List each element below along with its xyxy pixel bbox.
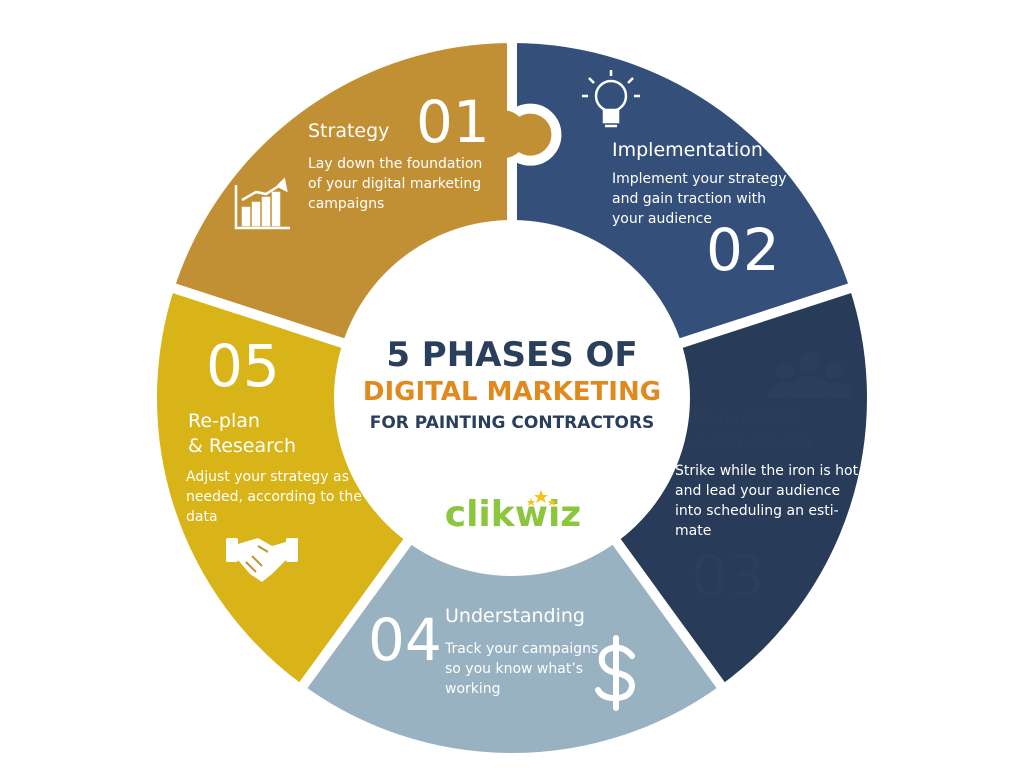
phase-03-desc-line1: Strike while the iron is hot <box>675 463 859 479</box>
phase-03-title-line2: & Expansion <box>693 430 812 452</box>
phase-03-number: 03 <box>691 542 765 610</box>
logo-stars-icon <box>527 490 556 506</box>
phase-03-desc-line3: into scheduling an esti- <box>675 503 839 519</box>
handshake-icon <box>226 538 298 582</box>
phase-05-desc-line1: Adjust your strategy as <box>186 469 349 485</box>
clikwiz-logo: clikwiz <box>445 490 582 535</box>
phase-05-title: Re-plan <box>188 410 260 432</box>
phase-03-desc-line2: and lead your audience <box>675 483 840 499</box>
phase-01: 01 Strategy Lay down the foundation of y… <box>234 88 490 230</box>
center-title-line3: FOR PAINTING CONTRACTORS <box>370 413 655 433</box>
phase-01-desc-line3: campaigns <box>308 196 384 212</box>
people-group-icon <box>768 351 852 398</box>
phase-01-number: 01 <box>416 88 490 156</box>
segment-replan-knob-base <box>478 110 527 159</box>
phase-05-desc-line2: needed, according to the <box>186 489 362 505</box>
phase-03-title: Conversion <box>693 406 800 428</box>
phase-02-desc-line1: Implement your strategy <box>612 171 787 187</box>
phase-05-desc-line3: data <box>186 509 218 525</box>
phase-03: Conversion & Expansion Strike while the … <box>675 351 859 610</box>
phase-segments <box>147 33 877 763</box>
phase-02-title: Implementation <box>612 139 763 161</box>
phase-04-desc-line2: so you know what’s <box>445 661 583 677</box>
lightbulb-icon <box>582 70 640 128</box>
phase-01-title: Strategy <box>308 120 389 142</box>
bar-chart-icon <box>234 177 290 230</box>
phase-02-desc-line3: your audience <box>612 211 712 227</box>
phase-04-desc-line1: Track your campaigns <box>444 641 598 657</box>
phase-04-desc-line3: working <box>445 681 501 697</box>
phase-01-desc-line2: of your digital marketing <box>308 176 481 192</box>
phase-02-desc-line2: and gain traction with <box>612 191 766 207</box>
center-title-line1: 5 PHASES OF <box>386 335 637 375</box>
phase-05: 05 Re-plan & Research Adjust your strate… <box>186 332 362 582</box>
dollar-icon <box>595 635 636 711</box>
phase-04-number: 04 <box>368 606 442 674</box>
center-title-line2: DIGITAL MARKETING <box>363 377 661 407</box>
phase-01-desc-line1: Lay down the foundation <box>308 156 482 172</box>
logo-text: clikwiz <box>445 494 582 535</box>
phase-02: Implementation Implement your strategy a… <box>582 70 787 284</box>
phase-05-number: 05 <box>206 332 280 400</box>
phase-04-title: Understanding <box>445 605 585 627</box>
phase-03-desc-line4: mate <box>675 523 711 539</box>
phase-02-number: 02 <box>706 216 780 284</box>
center-circle <box>334 220 690 576</box>
phase-05-title-line2: & Research <box>188 435 296 457</box>
phase-04: 04 Understanding Track your campaigns so… <box>368 605 636 711</box>
